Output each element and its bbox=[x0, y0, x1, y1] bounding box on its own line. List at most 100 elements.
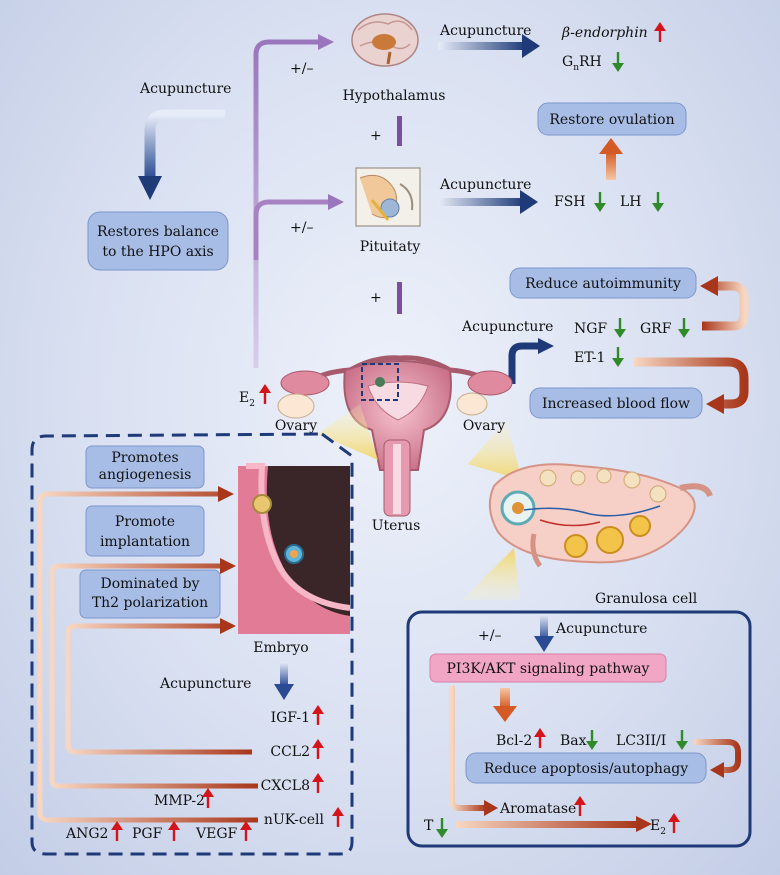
green-down-arrow bbox=[436, 818, 448, 838]
green-down-arrow bbox=[676, 730, 688, 750]
et1-label: ET-1 bbox=[574, 350, 605, 366]
green-down-arrow bbox=[586, 730, 598, 750]
plus-minus-top: +/– bbox=[290, 61, 313, 77]
reduce-apoptosis-box: Reduce apoptosis/autophagy bbox=[465, 752, 707, 784]
red-up-arrow bbox=[534, 728, 546, 748]
granulosa-panel bbox=[406, 610, 752, 848]
acupuncture-arrow-ovary bbox=[508, 338, 554, 384]
embryo-endometrium-illustration bbox=[238, 463, 351, 634]
uterus-feedback-lines bbox=[37, 491, 258, 823]
green-down-arrow bbox=[612, 347, 624, 367]
hypothalamus-label: Hypothalamus bbox=[343, 88, 446, 104]
vegf-label: VEGF bbox=[195, 826, 238, 842]
restore-ovulation-box: Restore ovulation bbox=[537, 102, 687, 136]
e2-top-label: E2 bbox=[239, 390, 255, 409]
plus-minus-mid: +/– bbox=[290, 220, 313, 236]
red-up-arrow bbox=[312, 739, 324, 759]
embryo-label: Embryo bbox=[253, 640, 309, 656]
red-up-arrow bbox=[111, 821, 123, 841]
e2-feedback-arrows bbox=[253, 34, 344, 368]
lc3-arrow bbox=[694, 739, 741, 778]
green-down-arrow bbox=[594, 192, 606, 212]
th2-arrowhead bbox=[220, 618, 236, 634]
acupuncture-arrow-hyp bbox=[438, 34, 540, 58]
mmp2-label: MMP-2 bbox=[154, 793, 205, 809]
uterus-beam bbox=[318, 404, 378, 460]
e2-bottom-label: E2 bbox=[650, 818, 666, 837]
acupuncture-arrow-pit bbox=[438, 190, 538, 214]
uterus-detail-panel bbox=[30, 432, 354, 856]
pi3k-box: PI3K/AKT signaling pathway bbox=[429, 653, 667, 683]
green-down-arrow bbox=[678, 318, 690, 338]
gnrh-label: GnRH bbox=[562, 54, 602, 73]
granulosa-cell-label: Granulosa cell bbox=[595, 591, 698, 607]
red-up-arrow bbox=[312, 773, 324, 793]
red-up-arrow bbox=[574, 796, 586, 816]
pituitary-illustration bbox=[355, 167, 421, 227]
bcl2-label: Bcl-2 bbox=[496, 733, 532, 749]
acupuncture-arrow-gran bbox=[534, 614, 554, 652]
acupuncture-label-ovary: Acupuncture bbox=[461, 319, 553, 335]
ccl2-label: CCL2 bbox=[270, 744, 310, 760]
red-up-arrow bbox=[259, 384, 271, 404]
acupuncture-label-uterus: Acupuncture bbox=[159, 676, 251, 692]
angiogenesis-arrowhead bbox=[218, 486, 234, 502]
pi3k-bcl2-arrow bbox=[493, 688, 517, 722]
acupuncture-arrow-uterus bbox=[274, 662, 294, 700]
grf-label: GRF bbox=[640, 321, 672, 337]
increased-blood-flow-text: Increased blood flow bbox=[542, 396, 690, 412]
nuk-cell-label: nUK-cell bbox=[264, 812, 325, 828]
green-down-arrow bbox=[612, 52, 624, 72]
ovary-follicles-illustration bbox=[488, 463, 713, 568]
acupuncture-label-gran: Acupuncture bbox=[555, 621, 647, 637]
aromatase-arrow bbox=[449, 686, 498, 816]
uterus-illustration bbox=[277, 355, 513, 517]
pgf-label: PGF bbox=[132, 826, 163, 842]
restore-ovulation-text: Restore ovulation bbox=[549, 112, 674, 128]
fsh-label: FSH bbox=[554, 194, 586, 210]
red-up-arrow bbox=[668, 813, 680, 833]
increased-blood-flow-box: Increased blood flow bbox=[529, 387, 703, 419]
plus-hyp-pit: + bbox=[370, 128, 382, 144]
pi3k-text: PI3K/AKT signaling pathway bbox=[447, 661, 650, 677]
ovary-beam-bottom bbox=[462, 548, 520, 600]
red-up-arrow bbox=[168, 821, 180, 841]
reduce-autoimmunity-box: Reduce autoimmunity bbox=[509, 267, 697, 299]
t-label: T bbox=[424, 818, 434, 834]
cxcl8-label: CXCL8 bbox=[261, 778, 310, 794]
acupuncture-label-hyp: Acupuncture bbox=[439, 23, 531, 39]
autoimmunity-arrow bbox=[700, 276, 749, 331]
reduce-apoptosis-text: Reduce apoptosis/autophagy bbox=[484, 761, 688, 777]
ovary-right-label: Ovary bbox=[463, 418, 505, 434]
ovary-beam-top bbox=[468, 420, 522, 480]
red-up-arrow bbox=[654, 22, 666, 42]
brain-illustration bbox=[351, 13, 419, 67]
pituitary-label: Pituitaty bbox=[360, 239, 421, 255]
green-down-arrow bbox=[614, 318, 626, 338]
igf1-label: IGF-1 bbox=[271, 710, 310, 726]
uterus-label: Uterus bbox=[372, 518, 421, 534]
pit-ovary-connector bbox=[397, 282, 402, 314]
plus-minus-gran: +/– bbox=[478, 628, 501, 644]
reduce-autoimmunity-text: Reduce autoimmunity bbox=[525, 276, 681, 292]
red-up-arrow bbox=[202, 788, 214, 808]
aromatase-label: Aromatase bbox=[499, 801, 576, 817]
lc3-label: LC3II/I bbox=[616, 733, 666, 749]
bax-label: Bax bbox=[560, 733, 587, 749]
ovary-left-label: Ovary bbox=[275, 418, 317, 434]
red-up-arrow bbox=[240, 821, 252, 841]
hyp-pit-connector bbox=[397, 116, 402, 146]
red-up-arrow bbox=[312, 705, 324, 725]
lh-label: LH bbox=[620, 194, 642, 210]
beta-endorphin-label: β-endorphin bbox=[561, 25, 648, 41]
green-down-arrow bbox=[652, 192, 664, 212]
